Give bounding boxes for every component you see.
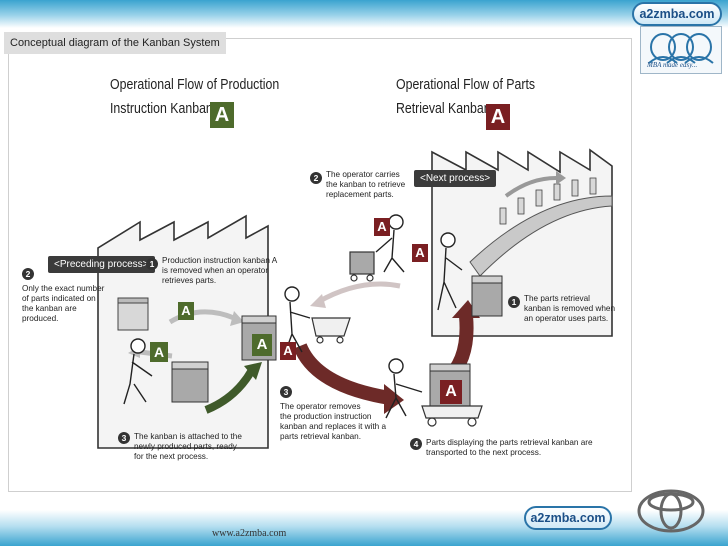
operator-middle: [283, 286, 311, 357]
left-step1-number: 1: [146, 258, 158, 270]
people-logo-icon: [648, 33, 714, 64]
retrieval-kanban-badge: A: [486, 104, 510, 130]
middle-step3-number: 3: [280, 386, 292, 398]
green-arrow-bottom: [204, 367, 256, 414]
green-arrow-top: [168, 309, 235, 325]
preceding-process-tag: <Preceding process>: [48, 256, 155, 273]
right-step4-caption: Parts displaying the parts retrieval kan…: [426, 438, 593, 457]
cart-middle: [311, 317, 351, 344]
production-kanban-badge: A: [210, 102, 234, 128]
kanban-card-middle-red: A: [280, 342, 296, 360]
footer-url-link[interactable]: www.a2zmba.com: [212, 528, 287, 539]
right-step4-number: 4: [410, 438, 422, 450]
operator-cart: [385, 358, 423, 419]
right-heading-line2: Retrieval Kanban: [396, 101, 491, 117]
conveyor-belt: [469, 195, 613, 277]
gray-arrow-top: [316, 281, 401, 305]
kanban-card-cart: A: [440, 380, 462, 404]
left-step3-number: 3: [118, 432, 130, 444]
left-factory-building: [97, 214, 269, 449]
logo-tagline: MBA made easy...: [647, 61, 698, 69]
toyota-logo-icon: [637, 489, 705, 533]
top-banner: [0, 0, 728, 28]
left-machine: [117, 297, 149, 331]
red-arrow-lower: [293, 343, 392, 405]
operator-left: [123, 338, 153, 405]
kanban-card-right-operator: A: [412, 244, 428, 262]
bottom-banner: [0, 510, 728, 546]
next-process-tag: <Next process>: [414, 170, 497, 187]
cart-right: [421, 405, 483, 427]
panel-title: Conceptual diagram of the Kanban System: [4, 32, 226, 54]
cart-top: [349, 251, 375, 282]
footer-logo[interactable]: a2zmba.com: [524, 506, 612, 530]
kanban-card-top-operator: A: [374, 218, 390, 236]
parts-box-right: [471, 275, 503, 317]
header-logo[interactable]: a2zmba.com: [632, 2, 722, 26]
left-step2-number: 2: [22, 268, 34, 280]
kanban-card-box-middle: A: [252, 334, 272, 356]
right-heading-line1: Operational Flow of Parts: [396, 77, 536, 93]
right-step2-number: 2: [310, 172, 322, 184]
conveyor-parts: [499, 177, 597, 225]
operator-right: [437, 232, 463, 311]
mba-logo-graphic: MBA made easy...: [640, 26, 722, 74]
kanban-card-left: A: [178, 302, 194, 320]
left-heading-line1: Operational Flow of Production: [110, 77, 280, 93]
conveyor-arrow: [504, 176, 557, 198]
right-step1-number: 1: [508, 296, 520, 308]
left-heading-line2: Instruction Kanban: [110, 101, 213, 117]
kanban-card-operator-left: A: [150, 342, 168, 362]
operator-top: [375, 214, 405, 273]
parts-box-left: [171, 361, 209, 403]
